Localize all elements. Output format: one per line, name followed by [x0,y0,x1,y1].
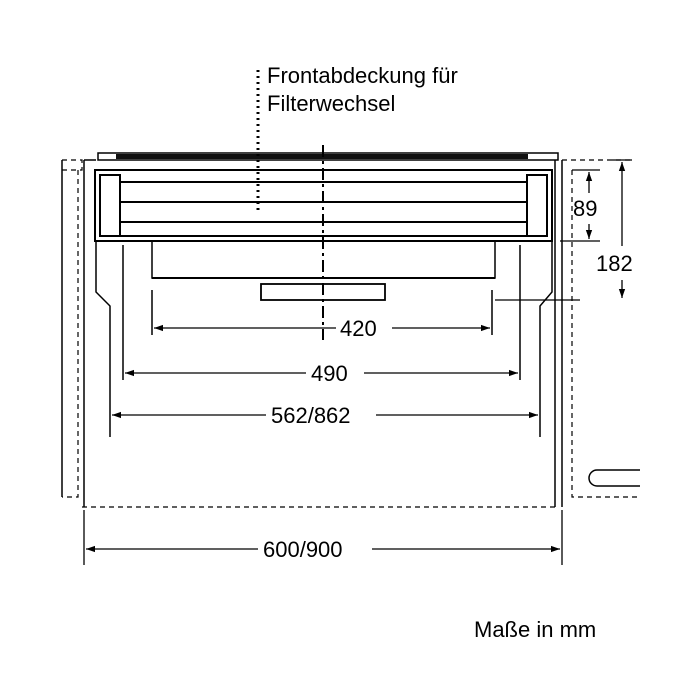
cabinet-walls [61,159,563,507]
annotation-line-1: Frontabdeckung für [267,63,458,88]
dimension-label-490: 490 [311,361,348,386]
units-note: Maße in mm [474,617,596,642]
dimension-490: 490 [125,361,518,386]
dimension-562-862: 562/862 [112,403,538,428]
drain-pipe [588,469,640,487]
extractor-housing [151,240,580,301]
dimension-label-89: 89 [573,196,597,221]
dimension-label-420: 420 [340,316,377,341]
dimension-label-562-862: 562/862 [271,403,351,428]
cabinet-inner-profile [95,241,553,437]
dimension-420: 420 [154,316,490,341]
dimension-600-900: 600/900 [83,510,563,565]
dimension-89: 89 [560,169,600,242]
dimension-182: 182 [596,159,633,298]
cooktop-glass [97,152,559,161]
annotation-line-2: Filterwechsel [267,91,395,116]
hob-frame [94,169,553,242]
dimension-label-182: 182 [596,251,633,276]
dimension-label-600-900: 600/900 [263,537,343,562]
